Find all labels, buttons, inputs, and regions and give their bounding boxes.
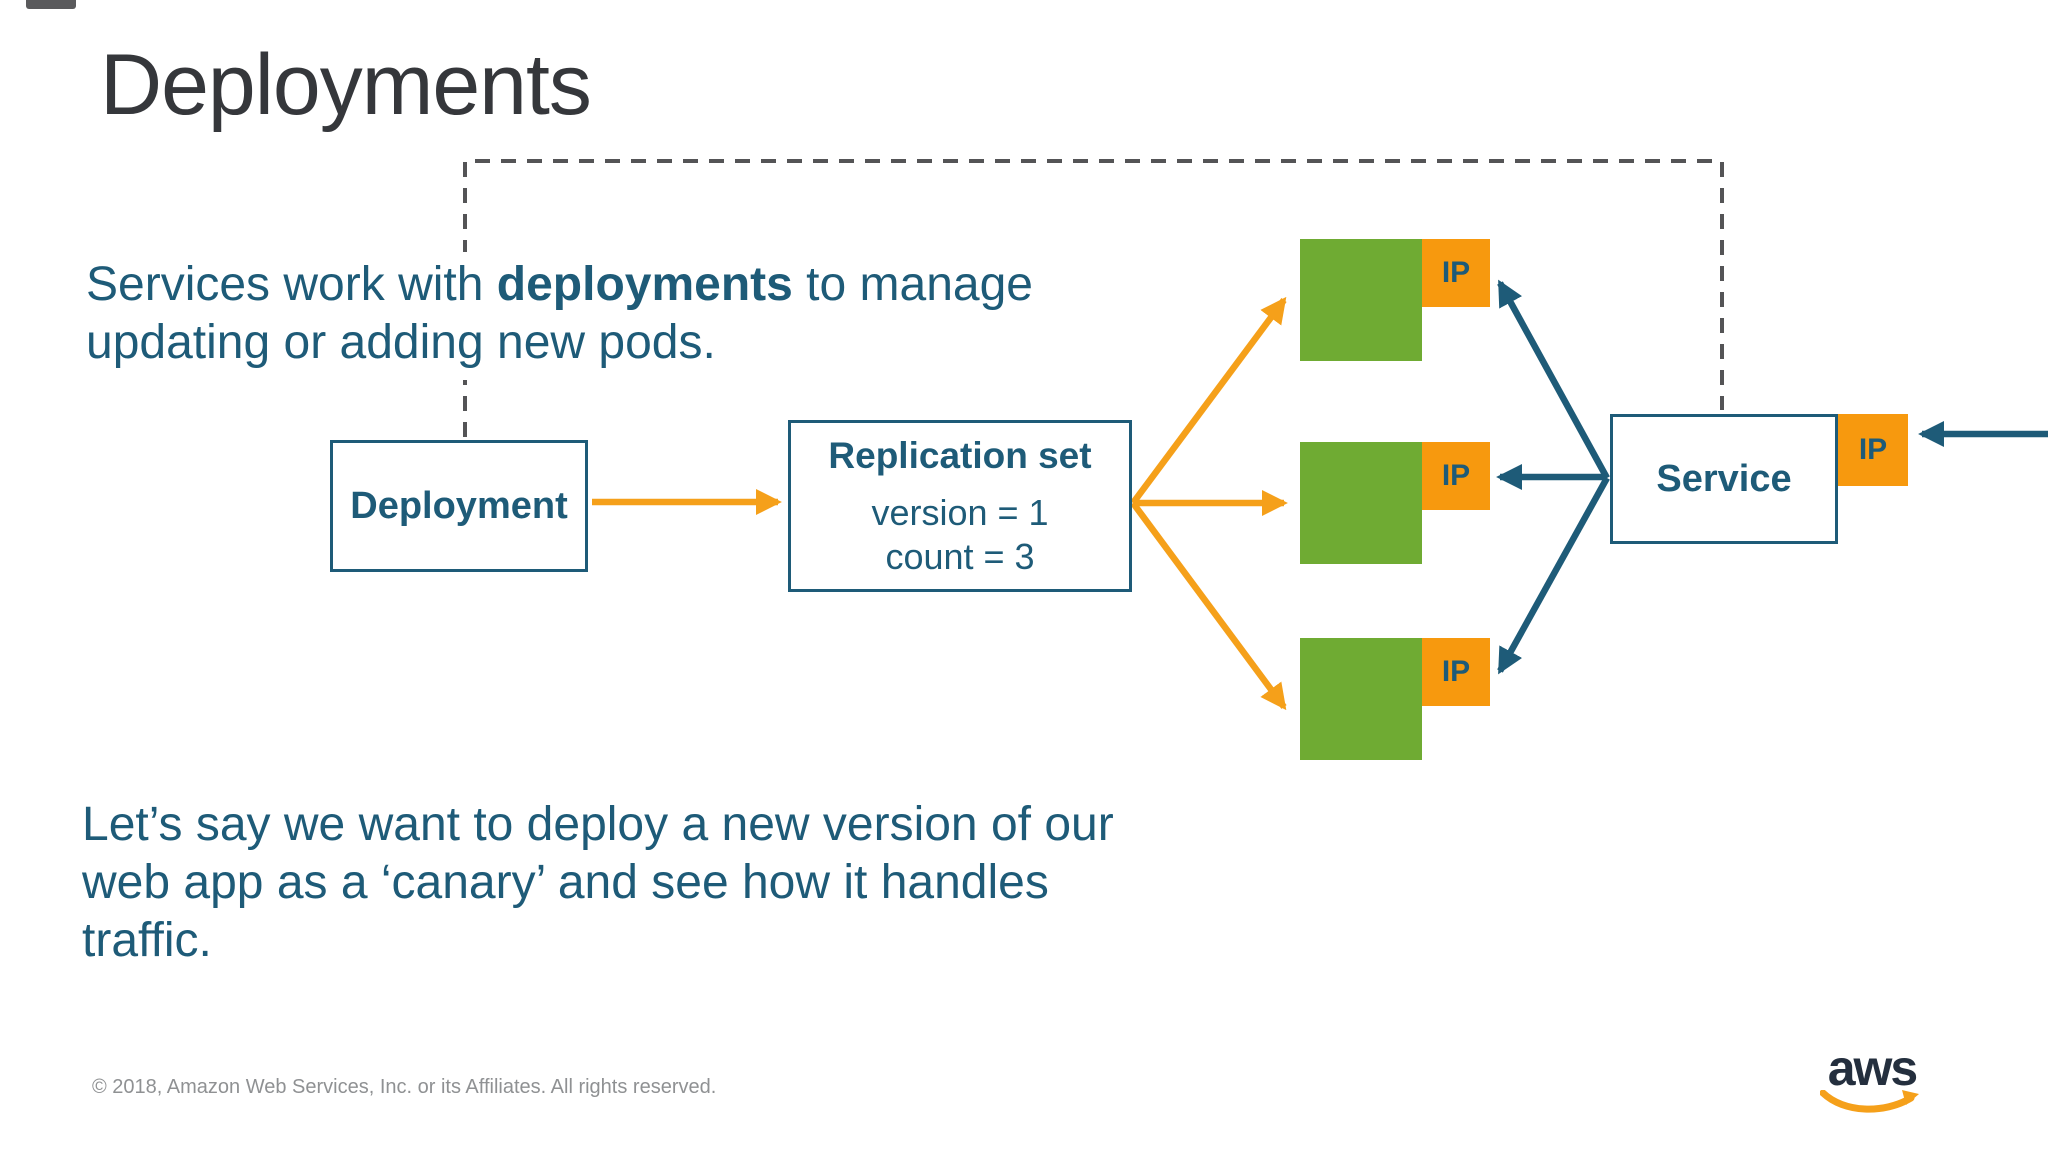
- arrow-replicaset-to-pod3: [1130, 501, 1287, 711]
- pod-2: [1300, 442, 1422, 564]
- pod-1-ip-badge: IP: [1422, 239, 1490, 307]
- canary-line2: web app as a ‘canary’ and see how it han…: [82, 856, 1049, 909]
- pod-3-ip-badge: IP: [1422, 638, 1490, 706]
- canary-line1: Let’s say we want to deploy a new versio…: [82, 798, 1114, 851]
- arrow-service-to-ip3: [1497, 476, 1610, 675]
- screen-recording-artifact: [26, 0, 76, 9]
- pod-2-ip-badge: IP: [1422, 442, 1490, 510]
- aws-smile-icon: [1820, 1090, 1919, 1113]
- intro-text-line2: updating or adding new pods.: [86, 316, 716, 369]
- aws-logo: aws: [1818, 1040, 1926, 1118]
- arrow-service-to-ip1: [1497, 279, 1610, 480]
- arrow-replicaset-to-pod1: [1130, 296, 1287, 505]
- intro-text-bold: deployments: [496, 258, 793, 311]
- copyright-notice: © 2018, Amazon Web Services, Inc. or its…: [92, 1076, 717, 1098]
- service-label: Service: [1656, 457, 1792, 500]
- deployment-box: Deployment: [330, 440, 588, 572]
- deployment-label: Deployment: [350, 484, 568, 527]
- canary-paragraph: Let’s say we want to deploy a new versio…: [82, 796, 1114, 970]
- service-ip-badge: IP: [1838, 414, 1908, 486]
- pod-3: [1300, 638, 1422, 760]
- replication-count-line: count = 3: [885, 536, 1035, 577]
- intro-paragraph: Services work with deployments to manage…: [84, 252, 1047, 380]
- replication-version-line: version = 1: [871, 492, 1049, 533]
- intro-text-post: to manage: [792, 258, 1033, 311]
- slide-title: Deployments: [100, 37, 592, 133]
- replication-set-title: Replication set: [828, 435, 1092, 476]
- aws-logo-text: aws: [1827, 1040, 1919, 1096]
- pod-1: [1300, 239, 1422, 361]
- canary-line3: traffic.: [82, 914, 212, 967]
- service-box: Service: [1610, 414, 1838, 544]
- intro-text-pre: Services work with: [86, 258, 497, 311]
- replication-set-box: Replication set version = 1 count = 3: [788, 420, 1132, 592]
